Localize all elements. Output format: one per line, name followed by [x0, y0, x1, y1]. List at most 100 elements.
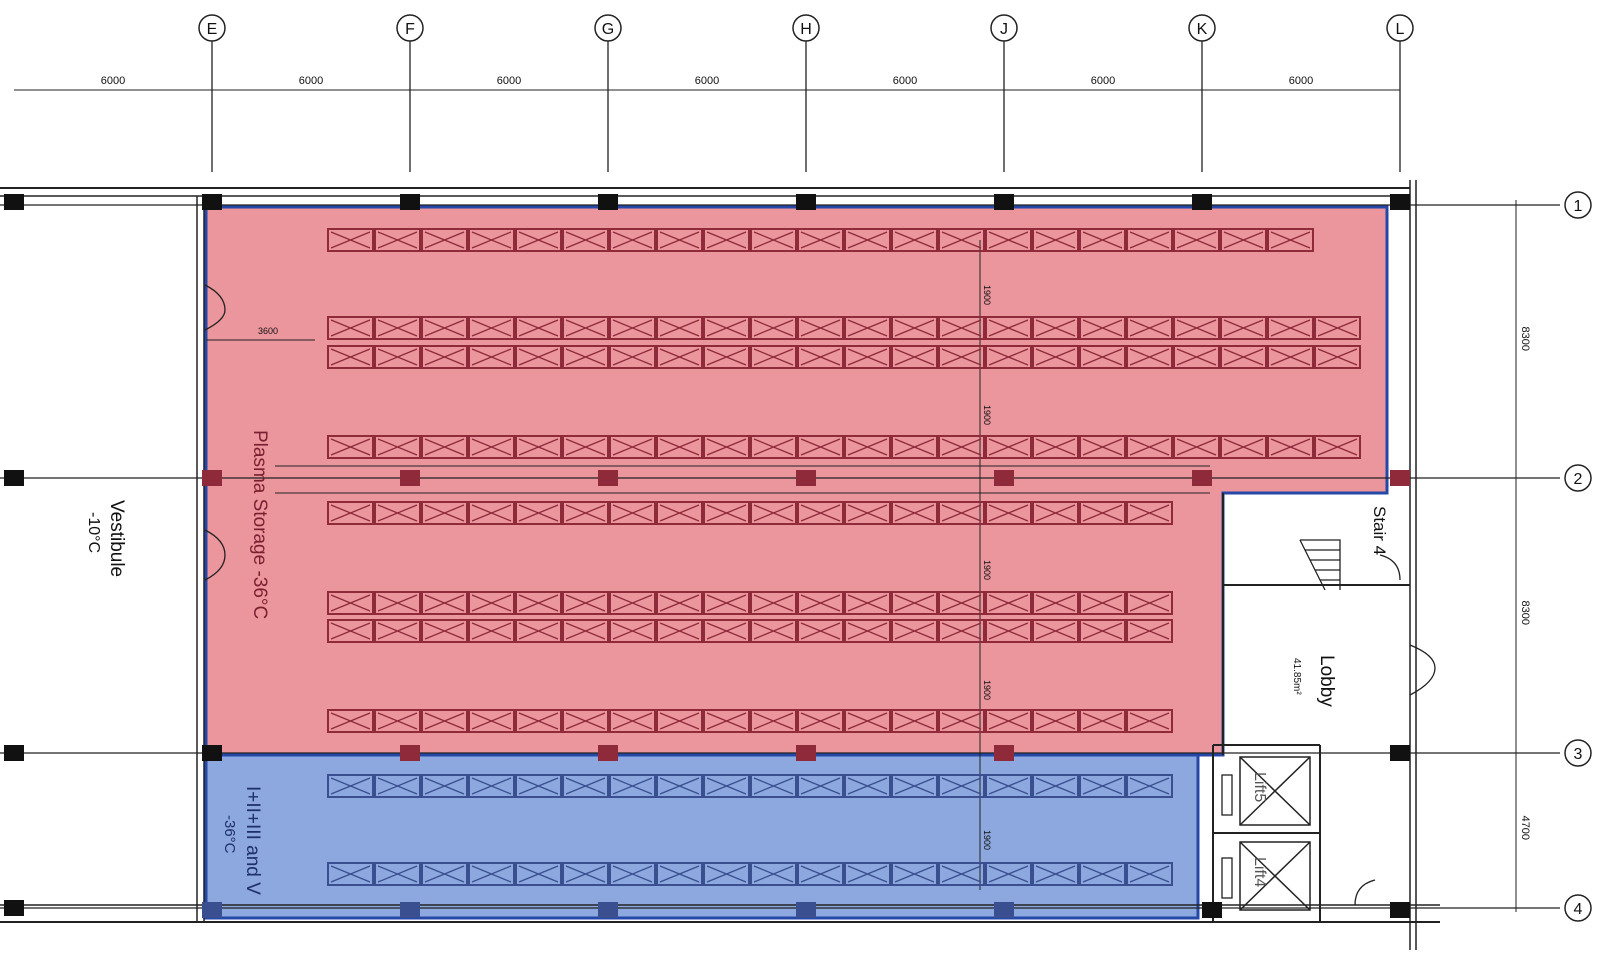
racks-layer: [327, 228, 1361, 886]
rack-bay: [609, 316, 656, 340]
rack-bay: [938, 619, 985, 643]
structural-column: [4, 470, 24, 486]
rack-cross: [1082, 438, 1123, 456]
rack-cross: [894, 319, 935, 337]
rack-bay: [421, 345, 468, 369]
rack-cross: [612, 438, 653, 456]
zones-layer: [204, 205, 1389, 920]
structural-column: [598, 194, 618, 210]
rack-bay: [562, 709, 609, 733]
rack-bay: [515, 774, 562, 798]
rack-bay: [421, 619, 468, 643]
rack-cross: [659, 438, 700, 456]
rack-cross: [1035, 594, 1076, 612]
rack-cross: [424, 438, 465, 456]
rack-bay: [985, 435, 1032, 459]
rack-cross: [894, 777, 935, 795]
rack-cross: [1317, 319, 1358, 337]
column-spacing-label: 6000: [299, 75, 323, 87]
rack-bay: [797, 619, 844, 643]
rack-cross: [941, 504, 982, 522]
rack-bay: [844, 228, 891, 252]
structural-column: [1390, 745, 1410, 761]
rack-bay: [609, 862, 656, 886]
structural-column: [202, 902, 222, 918]
rack-bay: [750, 591, 797, 615]
rack-bay: [844, 501, 891, 525]
rack-cross: [847, 348, 888, 366]
rack-bay: [374, 228, 421, 252]
rack-bay: [1314, 435, 1361, 459]
rack-cross: [377, 348, 418, 366]
rack-bay: [1079, 501, 1126, 525]
rack-bay: [1126, 709, 1173, 733]
rack-cross: [1129, 348, 1170, 366]
structural-column: [202, 194, 222, 210]
rack-cross: [518, 865, 559, 883]
rack-bay: [374, 316, 421, 340]
rack-cross: [988, 712, 1029, 730]
rack-bay: [468, 316, 515, 340]
rack-cross: [612, 594, 653, 612]
structural-column: [1202, 902, 1222, 918]
rack-cross: [424, 712, 465, 730]
rack-cross: [894, 865, 935, 883]
structural-column: [1192, 470, 1212, 486]
rack-cross: [988, 319, 1029, 337]
rack-cross: [330, 622, 371, 640]
rack-cross: [330, 712, 371, 730]
structural-column: [994, 194, 1014, 210]
rack-cross: [800, 319, 841, 337]
dimension-3600-label: 3600: [258, 326, 278, 336]
rack-cross: [894, 438, 935, 456]
rack-bay: [656, 228, 703, 252]
grid-bubble-row-1: [1564, 191, 1592, 219]
rack-bay: [327, 345, 374, 369]
grid-bubble-col-J: [990, 14, 1018, 42]
rack-cross: [1317, 438, 1358, 456]
rack-cross: [565, 594, 606, 612]
rack-cross: [424, 594, 465, 612]
rack-cross: [471, 622, 512, 640]
rack-bay: [327, 591, 374, 615]
rack-cross: [518, 348, 559, 366]
rack-bay: [985, 228, 1032, 252]
rack-cross: [894, 622, 935, 640]
rack-cross: [847, 712, 888, 730]
lift-call-panel: [1221, 857, 1233, 899]
rack-cross: [377, 504, 418, 522]
rack-bay: [1267, 345, 1314, 369]
rack-bay: [515, 501, 562, 525]
rack-cross: [424, 865, 465, 883]
rack-cross: [847, 319, 888, 337]
rack-cross: [659, 622, 700, 640]
column-spacing-label: 6000: [893, 75, 917, 87]
rack-bay: [609, 501, 656, 525]
rack-bay: [938, 774, 985, 798]
rack-bay: [1032, 591, 1079, 615]
structural-column: [202, 745, 222, 761]
rack-bay: [656, 435, 703, 459]
rack-cross: [1082, 777, 1123, 795]
rack-cross: [1223, 438, 1264, 456]
rack-bay: [1079, 619, 1126, 643]
door-swing: [1354, 879, 1376, 906]
rack-cross: [1082, 231, 1123, 249]
rack-cross: [941, 231, 982, 249]
rack-cross: [1082, 712, 1123, 730]
rack-bay: [1126, 316, 1173, 340]
rack-bay: [797, 709, 844, 733]
structural-column: [994, 470, 1014, 486]
rack-cross: [706, 231, 747, 249]
rack-cross: [424, 777, 465, 795]
rack-bay: [797, 501, 844, 525]
rack-bay: [1126, 501, 1173, 525]
rack-bay: [1314, 316, 1361, 340]
rack-cross: [894, 348, 935, 366]
walls-layer: [0, 89, 1560, 950]
rack-bay: [938, 228, 985, 252]
row-spacing-label: 4700: [1519, 816, 1531, 840]
rack-cross: [612, 231, 653, 249]
rack-bay: [1032, 435, 1079, 459]
